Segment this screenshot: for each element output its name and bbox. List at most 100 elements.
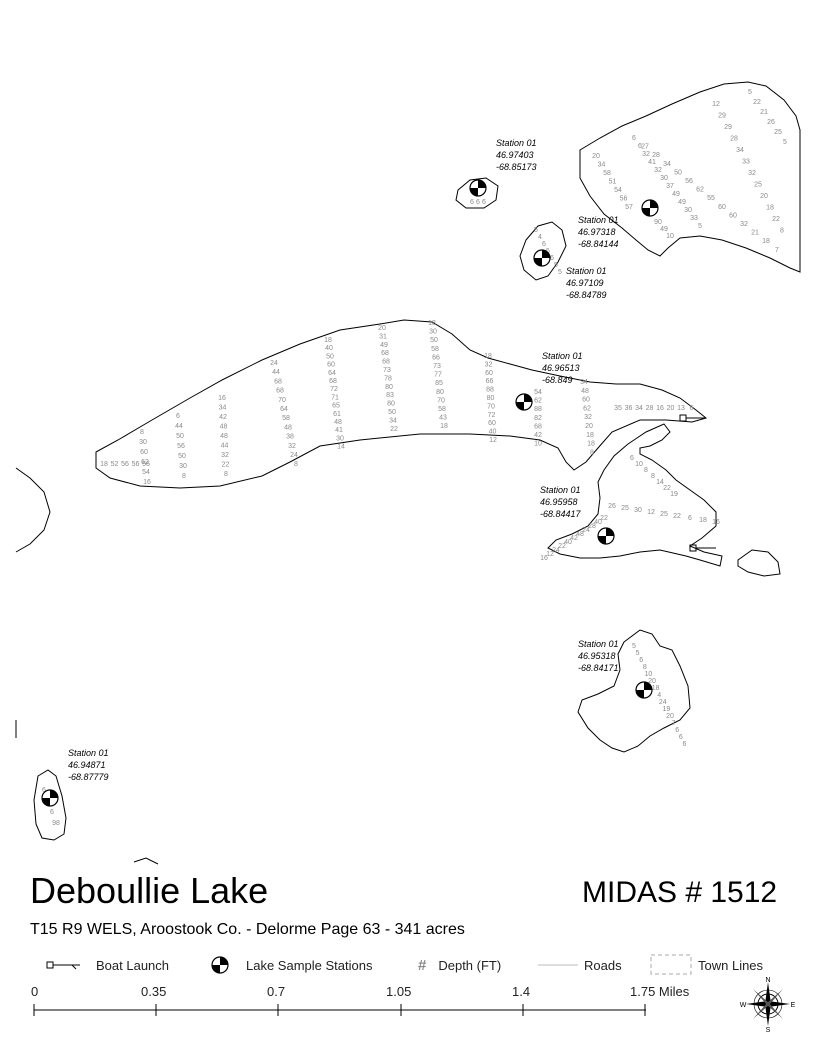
scale-label-1: 0.35 xyxy=(141,984,167,999)
depth-sounding: 6 xyxy=(470,199,474,206)
depth-sounding: 48 xyxy=(220,424,228,431)
depth-sounding: 88 xyxy=(534,406,542,413)
depth-sounding: 68 xyxy=(534,423,542,430)
depth-sounding: 34 xyxy=(663,161,671,168)
depth-sounding: 8 xyxy=(590,449,594,456)
depth-sounding: 90 xyxy=(654,219,662,226)
depth-sounding: 5 xyxy=(783,139,787,146)
station-lon: -68.849 xyxy=(542,375,573,385)
depth-sounding: 18 xyxy=(652,685,660,692)
depth-sounding: 12 xyxy=(489,437,497,444)
depth-sounding: 6 xyxy=(42,787,46,794)
depth-sounding: 8 xyxy=(182,473,186,480)
depth-sounding: 38 xyxy=(286,434,294,441)
station-lat: 46.94871 xyxy=(68,760,106,770)
depth-sounding: 18 xyxy=(428,320,436,327)
scale-label-3: 1.05 xyxy=(386,984,412,999)
depth-sounding: 98 xyxy=(52,820,60,827)
depth-sounding: 80 xyxy=(385,384,393,391)
main-lake-shoreline xyxy=(95,319,708,489)
depth-sounding: 70 xyxy=(437,397,445,404)
depth-sounding: 58 xyxy=(431,346,439,353)
depth-sounding: 44 xyxy=(175,423,183,430)
depth-sounding: 60 xyxy=(488,420,496,427)
depth-sounding: 56 xyxy=(132,461,140,468)
depth-sounding: 22 xyxy=(663,485,671,492)
depth-sounding: 68 xyxy=(274,378,282,385)
depth-sounding: 48 xyxy=(334,419,342,426)
depth-sounding: 40 xyxy=(325,345,333,352)
depth-sounding: 32 xyxy=(740,221,748,228)
depth-sounding: 50 xyxy=(674,169,682,176)
depth-sounding: 43 xyxy=(439,415,447,422)
depth-sounding: 60 xyxy=(327,362,335,369)
depth-sounding: 8 xyxy=(644,467,648,474)
depth-sounding: 32 xyxy=(584,414,592,421)
depth-sounding: 20 xyxy=(760,193,768,200)
depth-sounding: 10 xyxy=(645,671,653,678)
depth-sounding: 60 xyxy=(582,397,590,404)
depth-sounding: 27 xyxy=(641,144,649,151)
depth-sounding: 6 xyxy=(690,405,694,412)
depth-sounding: 6 xyxy=(682,741,686,748)
depth-sounding: 44 xyxy=(221,443,229,450)
depth-sounding: 28 xyxy=(652,152,660,159)
legend-lake-sample-label: Lake Sample Stations xyxy=(246,957,373,973)
boat-launch-south[interactable] xyxy=(689,544,716,552)
depth-sounding: 68 xyxy=(381,350,389,357)
depth-sounding: 49 xyxy=(660,226,668,233)
midas-number: MIDAS # 1512 xyxy=(582,876,778,909)
west-fragment-shoreline xyxy=(15,467,51,553)
station-name: Station 01 xyxy=(578,639,619,649)
depth-sounding: 56 xyxy=(685,178,693,185)
depth-sounding: 14 xyxy=(656,479,664,486)
depth-sounding: 48 xyxy=(576,531,584,538)
station-lat: 46.97109 xyxy=(566,278,604,288)
station-lon: -68.84144 xyxy=(578,239,619,249)
depth-sounding: 29 xyxy=(724,124,732,131)
compass-w: W xyxy=(740,1002,747,1009)
depth-sounding: 58 xyxy=(438,406,446,413)
depth-sounding: 10 xyxy=(534,441,542,448)
depth-sounding: 61 xyxy=(333,411,341,418)
station-name: Station 01 xyxy=(540,485,581,495)
depth-sounding: 28 xyxy=(588,523,596,530)
depth-sounding: 51 xyxy=(609,179,617,186)
depth-sounding: 34 xyxy=(736,147,744,154)
depth-sounding: 31 xyxy=(379,333,387,340)
legend-roads-label: Roads xyxy=(584,957,622,973)
depth-sounding: 5 xyxy=(698,223,702,230)
depth-sounding: 19 xyxy=(670,491,678,498)
depth-sounding: 8 xyxy=(140,429,144,436)
depth-sounding: 85 xyxy=(435,380,443,387)
depth-sounding: 50 xyxy=(430,337,438,344)
depth-sounding: 50 xyxy=(388,409,396,416)
depth-sounding: 18 xyxy=(440,423,448,430)
depth-sounding: 42 xyxy=(570,535,578,542)
depth-sounding: 73 xyxy=(433,363,441,370)
depth-sounding: 5 xyxy=(632,643,636,650)
depth-sounding: 22 xyxy=(772,216,780,223)
depth-sounding: 12 xyxy=(546,551,554,558)
boat-launch-north[interactable] xyxy=(679,414,706,422)
depth-sounding: 88 xyxy=(486,387,494,394)
station-lat: 46.97318 xyxy=(578,227,616,237)
depth-sounding: 32 xyxy=(748,170,756,177)
compass-n: N xyxy=(765,977,770,984)
depth-sounding: 25 xyxy=(754,182,762,189)
depth-sounding: 22 xyxy=(600,515,608,522)
east-islet-shoreline xyxy=(737,549,781,577)
station-lon: -68.84171 xyxy=(578,663,619,673)
legend-depth-label: Depth (FT) xyxy=(438,957,502,973)
depth-sounding: 6 xyxy=(639,657,643,664)
depth-sounding: 25 xyxy=(621,505,629,512)
depth-sounding: 25 xyxy=(660,511,668,518)
